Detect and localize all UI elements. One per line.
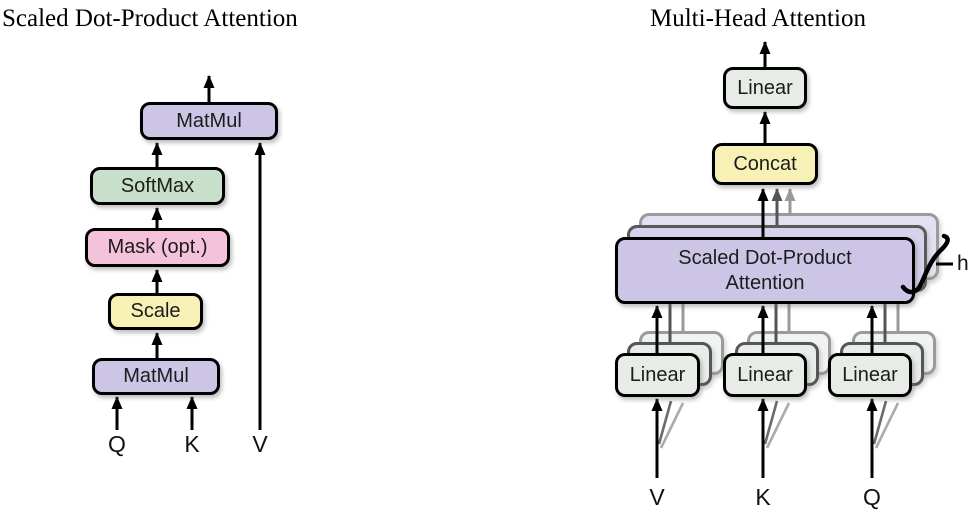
matmul-bottom-box: MatMul (92, 358, 220, 395)
matmul-top-box: MatMul (140, 102, 278, 140)
v-label-right: V (649, 484, 665, 510)
softmax-box: SoftMax (90, 167, 225, 205)
concat-box: Concat (712, 143, 818, 185)
linear-v-box: Linear (615, 353, 700, 397)
left-title: Scaled Dot-Product Attention (2, 5, 298, 32)
linear-k-box: Linear (723, 353, 807, 397)
sdpa-box: Scaled Dot-Product Attention (615, 237, 915, 304)
q-label-left: Q (108, 431, 126, 457)
k-label-right: K (755, 484, 771, 510)
scale-box: Scale (108, 293, 203, 330)
mask-box: Mask (opt.) (85, 228, 230, 267)
v-label-left: V (252, 431, 268, 457)
k-label-left: K (184, 431, 200, 457)
linear-out-box: Linear (723, 67, 807, 109)
linear-q-box: Linear (828, 353, 912, 397)
q-label-right: Q (863, 484, 881, 510)
right-title: Multi-Head Attention (650, 5, 866, 32)
head-count-label: h (957, 252, 969, 275)
